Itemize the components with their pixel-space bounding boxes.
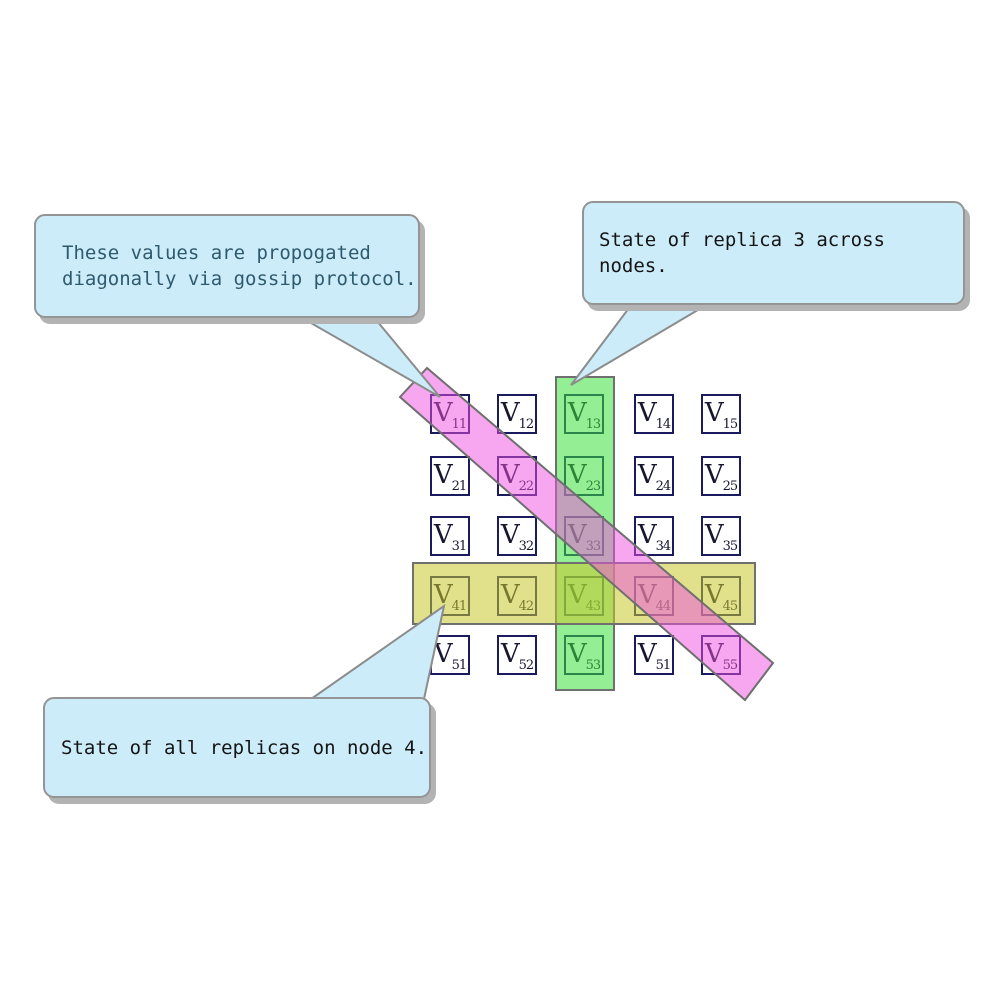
cell-subscript: 32 [518,539,535,554]
note-gossip-line2: diagonally via gossip protocol. [62,268,417,290]
cell-subscript: 24 [655,479,672,494]
callout-tail-replica3 [570,303,712,386]
cell-symbol: V [637,460,657,490]
cell-symbol: V [637,639,657,669]
matrix-cell-r1c4: V14 [634,394,674,434]
cell-symbol: V [500,398,520,428]
matrix-cell-r1c5: V15 [701,394,741,434]
matrix-cell-r3c1: V31 [430,516,470,556]
cell-subscript: 21 [451,479,468,494]
cell-symbol: V [637,520,657,550]
cell-subscript: 35 [722,539,739,554]
note-replica-text: State of replica 3 across nodes. [599,229,885,277]
matrix-cell-r5c4: V51 [634,635,674,675]
cell-subscript: 51 [655,658,672,673]
matrix-cell-r2c4: V24 [634,456,674,496]
callout-tail-gossip [293,314,441,398]
cell-symbol: V [433,460,453,490]
diagonal-highlight-gossip [398,366,775,702]
note-gossip-line1: These values are propogated [62,242,371,264]
cell-symbol: V [637,398,657,428]
matrix-cell-r3c2: V32 [497,516,537,556]
cell-subscript: 52 [518,658,535,673]
annotation-note-gossip: These values are propogated diagonally v… [34,214,420,318]
matrix-cell-r2c1: V21 [430,456,470,496]
cell-subscript: 51 [451,658,468,673]
cell-subscript: 25 [722,479,739,494]
note-node-text: State of all replicas on node 4. [61,736,428,759]
annotation-note-node4: State of all replicas on node 4. [43,697,431,798]
cell-subscript: 14 [655,417,672,432]
cell-subscript: 15 [722,417,739,432]
matrix-cell-r1c2: V12 [497,394,537,434]
cell-subscript: 12 [518,417,535,432]
cell-subscript: 31 [451,539,468,554]
matrix-cell-r5c2: V52 [497,635,537,675]
cell-symbol: V [433,520,453,550]
callout-tail-node4 [307,603,446,700]
cell-symbol: V [704,520,724,550]
matrix-cell-r2c5: V25 [701,456,741,496]
annotation-note-replica3: State of replica 3 across nodes. [582,201,965,305]
cell-subscript: 34 [655,539,672,554]
cell-symbol: V [500,639,520,669]
matrix-cell-r3c5: V35 [701,516,741,556]
cell-symbol: V [433,639,453,669]
cell-symbol: V [500,520,520,550]
cell-symbol: V [704,398,724,428]
cell-symbol: V [704,460,724,490]
